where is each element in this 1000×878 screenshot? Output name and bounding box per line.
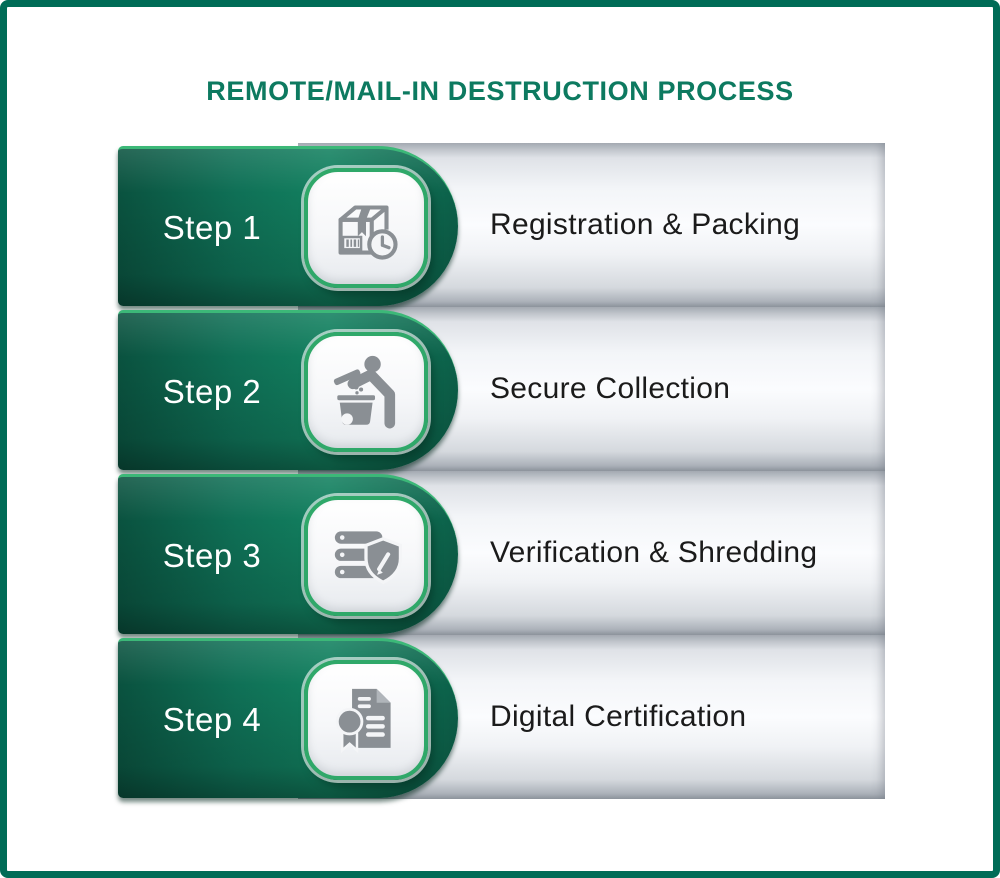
step-2-pill: Step 2: [118, 310, 458, 470]
person-trash-bin-icon: [333, 355, 396, 429]
step-1-icon-box: [304, 168, 428, 288]
step-4-label: Step 4: [162, 700, 262, 738]
step-1-description: Registration & Packing: [490, 208, 801, 241]
step-3-icon-box: [304, 496, 428, 616]
step-3-description: Verification & Shredding: [490, 536, 818, 569]
step-1-pill: Step 1: [118, 146, 458, 306]
step-4-pill: Step 4: [118, 638, 458, 798]
step-2-label: Step 2: [162, 372, 262, 410]
certificate-ribbon-icon: [335, 688, 391, 754]
step-row-4: Digital Certification Step 4: [118, 635, 888, 802]
step-row-1: Registration & Packing Step 1: [118, 143, 888, 310]
step-3-pill: Step 3: [118, 474, 458, 634]
step-row-2: Secure Collection Step 2: [118, 307, 888, 474]
step-4-icon-box: [304, 660, 428, 780]
package-clock-icon: [338, 205, 398, 260]
step-4-description: Digital Certification: [490, 700, 747, 733]
step-2-icon-box: [304, 332, 428, 452]
step-3-label: Step 3: [162, 536, 262, 574]
step-2-description: Secure Collection: [490, 372, 731, 405]
server-shield-icon: [334, 531, 403, 585]
step-row-3: Verification & Shredding Step 3: [118, 471, 888, 638]
step-1-label: Step 1: [162, 208, 262, 246]
page-title: REMOTE/MAIL-IN DESTRUCTION PROCESS: [206, 75, 794, 106]
